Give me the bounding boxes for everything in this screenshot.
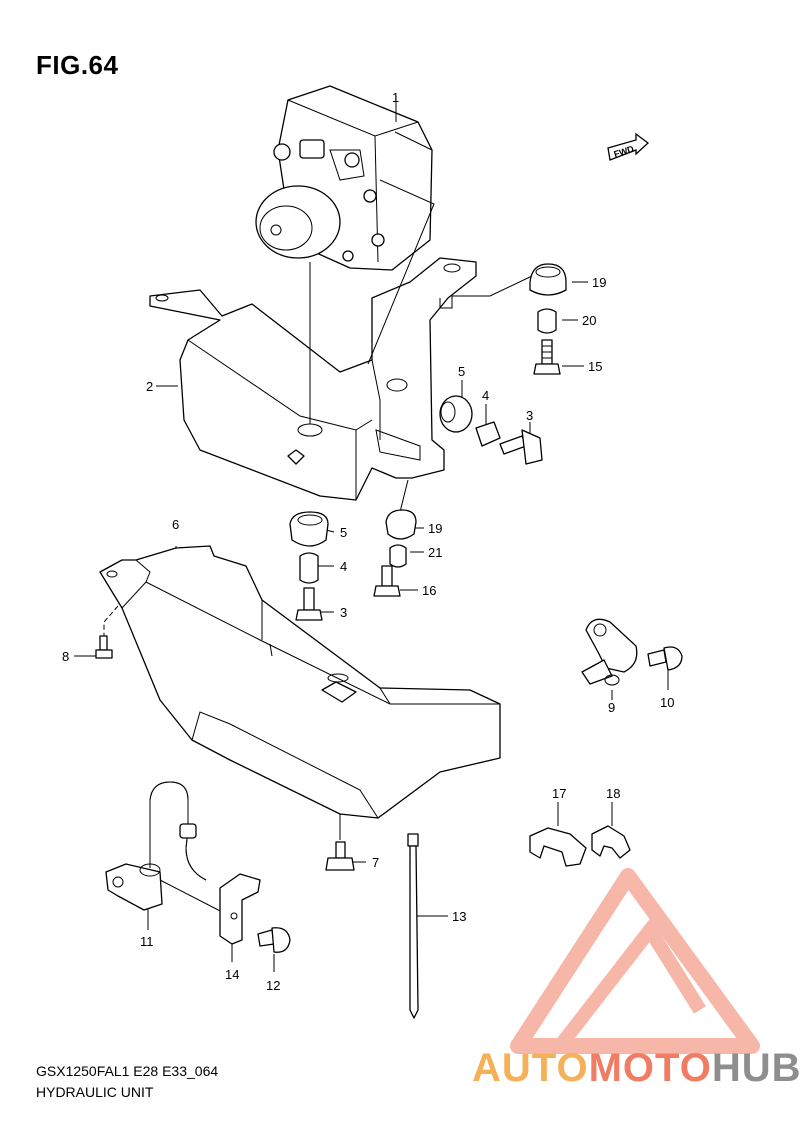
bolt-3-side[interactable] bbox=[499, 429, 543, 465]
callout-5-lower: 5 bbox=[340, 525, 347, 540]
screw-8[interactable] bbox=[95, 635, 113, 659]
watermark-part-3: HUB bbox=[711, 1046, 800, 1090]
callout-19-lower: 19 bbox=[428, 521, 442, 536]
bracket-tray-part[interactable] bbox=[149, 257, 477, 501]
callout-19-upper: 19 bbox=[592, 275, 606, 290]
callout-6: 6 bbox=[172, 517, 179, 532]
callout-12: 12 bbox=[266, 978, 280, 993]
callout-14: 14 bbox=[225, 967, 239, 982]
grommet-19-upper[interactable] bbox=[529, 263, 567, 296]
collar-20[interactable] bbox=[537, 308, 557, 334]
bolt-15[interactable] bbox=[533, 339, 561, 375]
callout-2: 2 bbox=[146, 379, 153, 394]
clip-17[interactable] bbox=[529, 827, 587, 867]
callout-17: 17 bbox=[552, 786, 566, 801]
callout-21: 21 bbox=[428, 545, 442, 560]
bolt-3-lower[interactable] bbox=[295, 587, 323, 621]
collar-4-side[interactable] bbox=[475, 421, 501, 447]
callout-10: 10 bbox=[660, 695, 674, 710]
callout-5-side: 5 bbox=[458, 364, 465, 379]
callout-8: 8 bbox=[62, 649, 69, 664]
callout-9: 9 bbox=[608, 700, 615, 715]
sensor-9[interactable] bbox=[581, 618, 638, 686]
callout-11: 11 bbox=[140, 934, 154, 949]
clamp-14[interactable] bbox=[219, 873, 261, 945]
callout-1: 1 bbox=[392, 90, 399, 105]
callout-16: 16 bbox=[422, 583, 436, 598]
lower-cover-part[interactable] bbox=[99, 545, 501, 819]
watermark-logo-icon bbox=[510, 868, 760, 1054]
section-name: HYDRAULIC UNIT bbox=[36, 1084, 154, 1100]
callout-20: 20 bbox=[582, 313, 596, 328]
callout-4-lower: 4 bbox=[340, 559, 347, 574]
callout-13: 13 bbox=[452, 909, 466, 924]
callout-18: 18 bbox=[606, 786, 620, 801]
figure-title: FIG.64 bbox=[36, 50, 119, 80]
cable-tie-13[interactable] bbox=[407, 833, 419, 1019]
callout-labels: 1 2 3 3 4 4 5 5 6 7 8 9 10 11 12 13 14 1… bbox=[62, 90, 674, 993]
bolt-16[interactable] bbox=[373, 565, 401, 597]
bolt-10[interactable] bbox=[647, 646, 683, 671]
grommet-5-side[interactable] bbox=[439, 395, 473, 433]
forward-direction-icon: FWD bbox=[607, 132, 650, 161]
bolt-12[interactable] bbox=[257, 927, 291, 953]
grommet-5-lower[interactable] bbox=[289, 511, 329, 547]
watermark-part-2: MOTO bbox=[588, 1046, 712, 1090]
hydraulic-unit-part[interactable] bbox=[255, 85, 433, 271]
callout-7: 7 bbox=[372, 855, 379, 870]
callout-15: 15 bbox=[588, 359, 602, 374]
watermark-text: AUTOMOTOHUB bbox=[472, 1046, 800, 1091]
collar-21[interactable] bbox=[389, 544, 407, 568]
sensor-11[interactable] bbox=[105, 781, 207, 911]
bolt-7[interactable] bbox=[325, 841, 355, 871]
clip-18[interactable] bbox=[591, 825, 631, 859]
collar-4-lower[interactable] bbox=[299, 552, 319, 584]
watermark-part-1: AUTO bbox=[472, 1046, 589, 1090]
callout-3-lower: 3 bbox=[340, 605, 347, 620]
grommet-19-lower[interactable] bbox=[385, 509, 417, 540]
callout-4-side: 4 bbox=[482, 388, 489, 403]
model-code: GSX1250FAL1 E28 E33_064 bbox=[36, 1063, 219, 1079]
callout-3-side: 3 bbox=[526, 408, 533, 423]
